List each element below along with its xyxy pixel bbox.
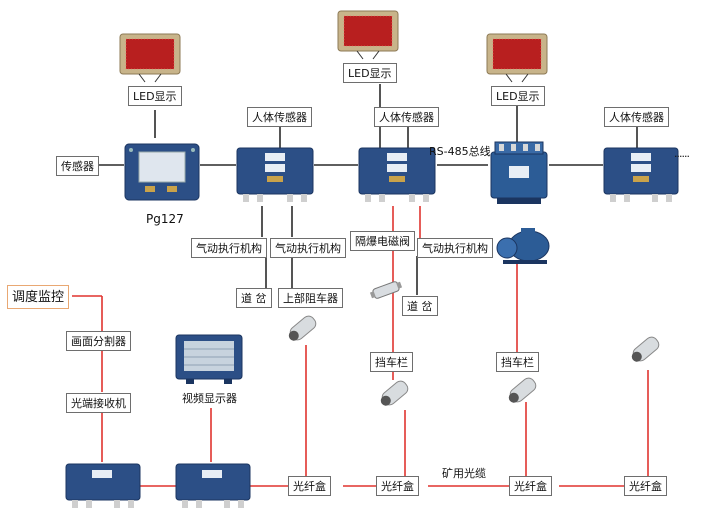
video-display-label: 视频显示器: [182, 392, 237, 405]
fiber-wires: [72, 206, 649, 487]
control-wires: [94, 84, 638, 295]
switch-label: 道 岔: [402, 296, 438, 316]
fiber-box-label: 光纤盒: [376, 476, 419, 496]
switch-label: 道 岔: [236, 288, 272, 308]
model-label: Pg127: [146, 212, 184, 226]
upper-stopper-label: 上部阻车器: [278, 288, 343, 308]
sensor-label: 传感器: [56, 156, 99, 176]
control-box-icon: [124, 143, 200, 201]
control-box-icon: [65, 463, 141, 508]
solenoid-valve-label: 隔爆电磁阀: [350, 231, 415, 251]
fiber-box-label: 光纤盒: [509, 476, 552, 496]
splitter-label: 画面分割器: [66, 331, 131, 351]
camera-icon: [508, 377, 537, 403]
video-monitor-icon: [175, 334, 243, 384]
continuation-ellipsis: ······: [674, 150, 690, 163]
pneumatic-actuator-label: 气动执行机构: [191, 238, 267, 258]
fiber-box-label: 光纤盒: [624, 476, 667, 496]
camera-icon: [631, 336, 660, 362]
optical-receiver-label: 光端接收机: [66, 393, 131, 413]
barrier-label: 挡车栏: [370, 352, 413, 372]
camera-icon: [380, 380, 409, 406]
barrier-label: 挡车栏: [496, 352, 539, 372]
dispatch-monitor-label: 调度监控: [7, 285, 70, 309]
pneumatic-actuator-label: 气动执行机构: [270, 238, 346, 258]
control-box-icon: [236, 147, 314, 202]
control-box-icon: [603, 147, 679, 202]
led-display-label: LED显示: [128, 86, 182, 106]
pump-motor-icon: [496, 228, 550, 264]
human-sensor-label: 人体传感器: [604, 107, 669, 127]
solenoid-valve-icon: [369, 281, 403, 299]
led-display-label: LED显示: [491, 86, 545, 106]
rs485-bus-label: RS-485总线: [429, 145, 491, 158]
mine-cable-label: 矿用光缆: [442, 467, 486, 480]
pneumatic-actuator-label: 气动执行机构: [417, 238, 493, 258]
control-box-icon: [175, 463, 251, 508]
human-sensor-label: 人体传感器: [247, 107, 312, 127]
led-display-icon: [119, 33, 181, 83]
control-box-icon: [358, 147, 436, 202]
led-display-label: LED显示: [343, 63, 397, 83]
human-sensor-label: 人体传感器: [374, 107, 439, 127]
led-display-icon: [337, 10, 399, 60]
camera-icon: [288, 315, 317, 341]
led-display-icon: [486, 33, 548, 83]
control-box-icon: [490, 141, 548, 204]
fiber-box-label: 光纤盒: [288, 476, 331, 496]
